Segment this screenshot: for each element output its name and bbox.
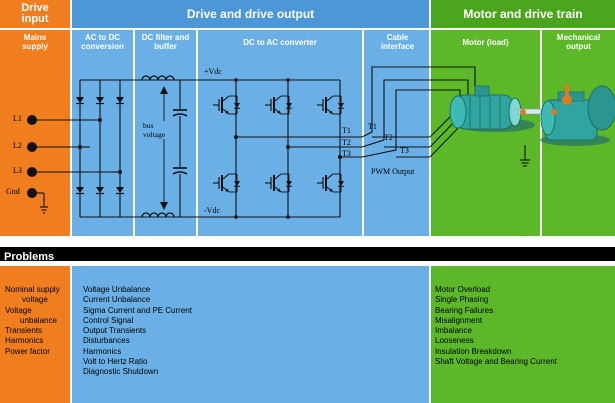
- column-divider: [133, 28, 135, 236]
- list-item: Nominal supply: [5, 285, 60, 294]
- phase-t2-inverter-label: T2: [342, 138, 351, 147]
- acdc-label: AC to DC conversion: [81, 33, 124, 51]
- list-item: Insulation Breakdown: [435, 346, 512, 356]
- list-item: voltage: [22, 295, 48, 305]
- drive-output-title: Drive and drive output: [186, 6, 315, 21]
- list-item: Volt to Hertz Ratio: [83, 357, 148, 367]
- drive-input-header: Drive input: [0, 0, 70, 28]
- mechanical-output-illustration: [540, 84, 615, 146]
- list-item: Diagnostic Shutdown: [83, 367, 159, 377]
- header-divider: [0, 28, 615, 30]
- vdc-minus-label: -Vdc: [204, 206, 220, 215]
- circuit-diagram: [27, 66, 615, 219]
- problems-motor-panel: [431, 266, 615, 403]
- column-divider: [540, 28, 542, 236]
- drive-output-panel: [72, 0, 429, 236]
- terminal-l3-label: L3: [13, 166, 22, 175]
- list-item: Disturbances: [83, 336, 130, 346]
- phase-t1-inverter-label: T1: [342, 126, 351, 135]
- list-item: Sigma Current and PE Current: [83, 305, 192, 315]
- list-item: unbalance: [20, 315, 57, 325]
- list-item: Transients: [5, 326, 43, 336]
- list-item: Current Unbalance: [83, 295, 151, 305]
- list-item: Motor Overload: [435, 285, 491, 294]
- list-item: Voltage Unbalance: [83, 285, 151, 294]
- list-item: Imbalance: [435, 326, 472, 336]
- cable-interface-label: Cable interface: [380, 33, 415, 51]
- list-item: Output Transients: [83, 326, 147, 336]
- problems-drive-list: Voltage Unbalance Current Unbalance Sigm…: [83, 285, 192, 378]
- motor-train-header: Motor and drive train: [431, 0, 615, 28]
- problems-drive-panel: [72, 266, 429, 403]
- list-item: Voltage: [5, 305, 32, 315]
- problems-title: Problems: [4, 251, 55, 263]
- terminal-l2-label: L2: [13, 141, 22, 150]
- motor-illustration: [449, 85, 548, 132]
- vdc-plus-label: +Vdc: [204, 67, 222, 76]
- column-divider: [362, 28, 364, 236]
- column-divider: [196, 28, 198, 236]
- drive-output-header: Drive and drive output: [72, 0, 429, 28]
- list-item: Shaft Voltage and Bearing Current: [435, 357, 557, 367]
- problems-input-panel: [0, 266, 70, 403]
- list-item: Misalignment: [435, 315, 483, 325]
- pwm-output-label: PWM Output: [371, 167, 415, 176]
- list-item: Looseness: [435, 336, 474, 346]
- phase-t3-inverter-label: T3: [342, 149, 351, 158]
- phase-t3-cable-label: T3: [400, 146, 409, 155]
- problems-input-list: Nominal supply voltage Voltage unbalance…: [5, 285, 60, 357]
- problems-bar: Problems: [0, 247, 615, 263]
- terminal-l1-label: L1: [13, 114, 22, 123]
- dc-filter-label: DC filter and buffer: [141, 33, 190, 51]
- motor-train-title: Motor and drive train: [463, 6, 583, 21]
- phase-t2-cable-label: T2: [384, 133, 393, 142]
- dcac-label: DC to AC converter: [243, 38, 317, 47]
- list-item: Single Phasing: [435, 295, 489, 305]
- motor-load-label: Motor (load): [462, 38, 509, 47]
- list-item: Power factor: [5, 346, 50, 356]
- list-item: Control Signal: [83, 315, 134, 325]
- terminal-gnd-label: Gnd: [6, 187, 20, 196]
- list-item: Harmonics: [5, 336, 44, 346]
- mechanical-output-label: Mechanical output: [556, 33, 601, 51]
- drive-input-title: Drive input: [21, 2, 49, 25]
- list-item: Harmonics: [83, 346, 122, 356]
- mains-supply-label: Mains supply: [22, 33, 48, 51]
- bus-voltage-label: bus voltage: [143, 121, 169, 139]
- problems-motor-list: Motor Overload Single Phasing Bearing Fa…: [435, 285, 557, 367]
- list-item: Bearing Failures: [435, 305, 494, 315]
- phase-t1-cable-label: T1: [368, 122, 377, 131]
